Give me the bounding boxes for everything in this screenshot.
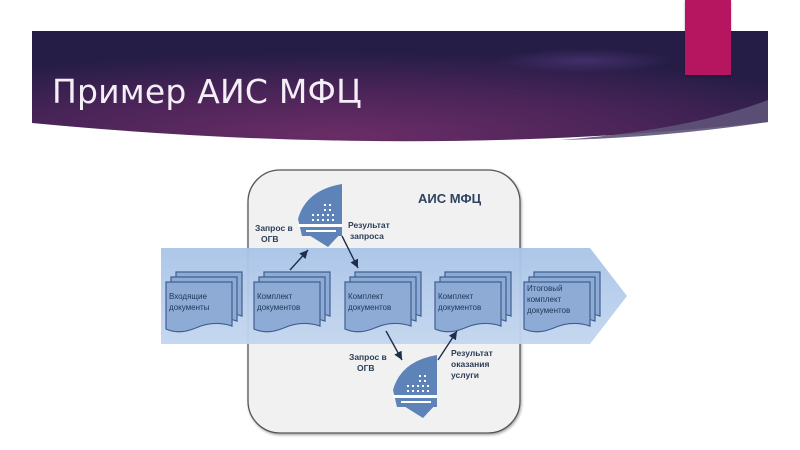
- bottom-result-line1: Результат: [451, 348, 493, 358]
- bottom-result-line3: услуги: [451, 370, 479, 380]
- document-sheet-front: [165, 281, 233, 333]
- arrow-result-top: [341, 235, 359, 269]
- title-banner: [32, 31, 768, 142]
- government-building-icon: [393, 355, 437, 418]
- document-label: Комплект: [348, 292, 384, 301]
- document-stack: Комплект документов: [434, 271, 512, 333]
- document-label: Комплект: [438, 292, 474, 301]
- system-label: АИС МФЦ: [418, 191, 482, 206]
- arrow-request-bottom: [385, 330, 403, 361]
- document-label: документов: [348, 303, 391, 312]
- document-sheet-front: [434, 281, 502, 333]
- slide-title: Пример АИС МФЦ: [52, 72, 362, 111]
- document-label: документов: [257, 303, 300, 312]
- top-request-line1: Запрос в: [255, 223, 293, 233]
- document-sheet-front: [344, 281, 412, 333]
- document-stack: Входящие документы: [165, 271, 243, 333]
- arrow-request-top: [289, 249, 309, 271]
- banner-swoosh: [560, 100, 768, 140]
- document-label: документы: [169, 303, 210, 312]
- document-label: документов: [438, 303, 481, 312]
- bottom-request-line1: Запрос в: [349, 352, 387, 362]
- accent-bar: [685, 0, 731, 75]
- top-result-line2: запроса: [350, 231, 384, 241]
- document-label: Входящие: [169, 292, 207, 301]
- document-sheet-front: [253, 281, 321, 333]
- bottom-request-line2: ОГВ: [357, 363, 375, 373]
- document-label: Итоговый: [527, 284, 562, 293]
- top-request-line2: ОГВ: [261, 234, 279, 244]
- document-label: Комплект: [257, 292, 293, 301]
- document-stack: Комплект документов: [253, 271, 331, 333]
- bottom-result-line2: оказания: [451, 359, 489, 369]
- top-result-line1: Результат: [348, 220, 390, 230]
- document-sheet-front: [523, 281, 591, 333]
- document-label: документов: [527, 306, 570, 315]
- document-stack: Итоговый комплект документов: [523, 271, 601, 333]
- arrow-result-bottom: [437, 330, 458, 361]
- document-label: комплект: [527, 295, 562, 304]
- document-stack: Комплект документов: [344, 271, 422, 333]
- government-building-icon: [298, 184, 342, 247]
